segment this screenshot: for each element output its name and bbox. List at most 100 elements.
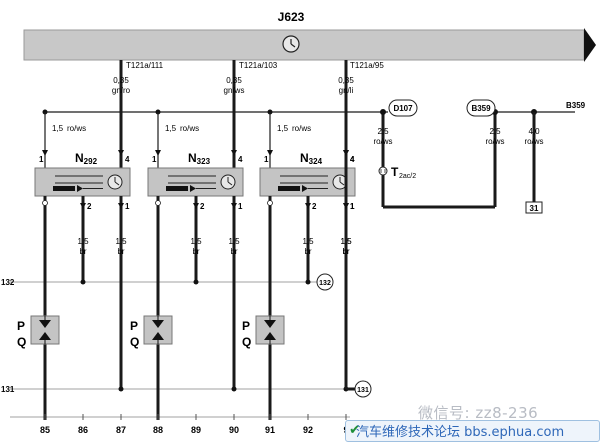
- bus-tag-131: 131: [354, 380, 372, 398]
- arrow-down-icon: [231, 203, 237, 209]
- arrow-down-icon: [193, 203, 199, 209]
- pin-label: T121a/95: [350, 61, 384, 70]
- bottom-number: 88: [153, 425, 163, 435]
- coil-name: N323: [188, 151, 211, 166]
- svg-text:B359: B359: [471, 104, 491, 113]
- out-wire-size: 1,5: [190, 237, 202, 246]
- pin-out-label: 2: [312, 202, 317, 211]
- arrow-down-icon: [42, 150, 48, 156]
- pin-out-label: 2: [87, 202, 92, 211]
- coil-name: N292: [75, 151, 98, 166]
- svg-text:132: 132: [319, 280, 331, 287]
- bottom-number: 87: [116, 425, 126, 435]
- spark-plug-label-p: P: [242, 319, 250, 333]
- gnd-wire-color: br: [117, 247, 124, 256]
- svg-text:31: 31: [530, 204, 539, 213]
- bus-tag-132: 132: [316, 273, 334, 291]
- supply-wire-size: 1,5: [165, 124, 177, 133]
- connector-b359: B359 2,5 ro/ws: [466, 99, 505, 146]
- bottom-number: 91: [265, 425, 275, 435]
- coil-name-subscript: 324: [309, 157, 323, 166]
- coil-arrow-icon: [77, 185, 83, 192]
- coil-arrow-icon: [302, 185, 308, 192]
- t2ac-main: T: [391, 165, 399, 179]
- out-wire-color: br: [79, 247, 86, 256]
- pin-wire-color: gn/li: [339, 86, 354, 95]
- bus-label-132-left: 132: [1, 278, 15, 287]
- coil-winding-icon: [53, 186, 75, 191]
- coil-body: [34, 167, 131, 197]
- b359-right-label: B359: [566, 101, 586, 110]
- ground-wire-size: 4,0: [528, 127, 540, 136]
- clock-icon: [107, 174, 123, 190]
- watermark-forum: 汽车维修技术论坛 bbs.ephua.com: [356, 425, 565, 440]
- spark-plug-label-q: Q: [130, 335, 139, 349]
- connector-d107: D107 2,5 ro/ws T 2ac/2: [373, 99, 497, 209]
- spark-plug-label-p: P: [17, 319, 25, 333]
- pin-in-label: 1: [39, 155, 44, 164]
- ground-wire-color: ro/ws: [524, 137, 543, 146]
- supply-wire-size: 1,5: [277, 124, 289, 133]
- connector-ground-31: 4,0 ro/ws 31 B359: [524, 101, 586, 214]
- pin-in-label: 1: [152, 155, 157, 164]
- junction-dot: [231, 386, 237, 392]
- bottom-number: 85: [40, 425, 50, 435]
- spark-plug-label-q: Q: [242, 335, 251, 349]
- out-wire-size: 1,5: [302, 237, 314, 246]
- pin-in-label: 1: [264, 155, 269, 164]
- arrow-down-icon: [118, 203, 124, 209]
- pin-gnd-label: 1: [350, 202, 355, 211]
- gnd-wire-size: 1,5: [228, 237, 240, 246]
- out-wire-color: br: [304, 247, 311, 256]
- spark-plug-label-q: Q: [17, 335, 26, 349]
- clock-icon: [282, 35, 300, 53]
- b359-wire-size: 2,5: [489, 127, 501, 136]
- supply-wire-size: 1,5: [52, 124, 64, 133]
- coil-name-prefix: N: [300, 151, 309, 165]
- coil-name: N324: [300, 151, 323, 166]
- bus-label-131-left: 131: [1, 385, 15, 394]
- electrode-icon: [264, 332, 276, 340]
- arrow-down-icon: [305, 203, 311, 209]
- pin-wire-size: 0,35: [338, 76, 354, 85]
- junction-dot: [305, 279, 311, 285]
- module-pin-95-wire: 4 1 1,5br: [340, 60, 356, 391]
- pin-gnd-label: 1: [238, 202, 243, 211]
- junction-dot: [118, 386, 124, 392]
- electrode-icon: [152, 332, 164, 340]
- bottom-number-row: 85868788899091929: [40, 414, 349, 435]
- electrode-icon: [39, 332, 51, 340]
- pin-gnd-label: 1: [125, 202, 130, 211]
- arrow-down-icon: [80, 203, 86, 209]
- pin-label-group: T121a/111 0,35 gn/ro T121a/103 0,35 gn/w…: [112, 61, 384, 95]
- junction-dot: [193, 279, 199, 285]
- svg-text:131: 131: [357, 387, 369, 394]
- connector-pin-icon: [378, 166, 388, 176]
- bottom-number: 86: [78, 425, 88, 435]
- pin-wire-size: 0,35: [226, 76, 242, 85]
- watermark-wechat: 微信号: zz8-236: [418, 404, 539, 422]
- out-wire-color: br: [192, 247, 199, 256]
- pin-gnd-label: 1: [350, 202, 355, 211]
- terminal-dot: [267, 200, 273, 206]
- out-wire-size: 1,5: [77, 237, 89, 246]
- t2ac-sub: 2ac/2: [399, 173, 416, 180]
- module-bar: [23, 29, 585, 61]
- d107-wire-size: 2,5: [377, 127, 389, 136]
- bottom-number: 90: [229, 425, 239, 435]
- electrode-icon: [264, 320, 276, 328]
- supply-wire-color: ro/ws: [180, 124, 199, 133]
- gnd-wire-color: br: [342, 247, 349, 256]
- terminal-dot: [155, 200, 161, 206]
- gnd-wire-size: 1,5: [115, 237, 127, 246]
- pin-wire-color: gn/ws: [224, 86, 245, 95]
- coil-name-subscript: 323: [197, 157, 211, 166]
- pin-label: T121a/111: [126, 61, 164, 70]
- pin-label: T121a/103: [239, 61, 278, 70]
- pin-ctrl-label: 4: [350, 155, 355, 164]
- gnd-wire-size: 1,5: [340, 237, 352, 246]
